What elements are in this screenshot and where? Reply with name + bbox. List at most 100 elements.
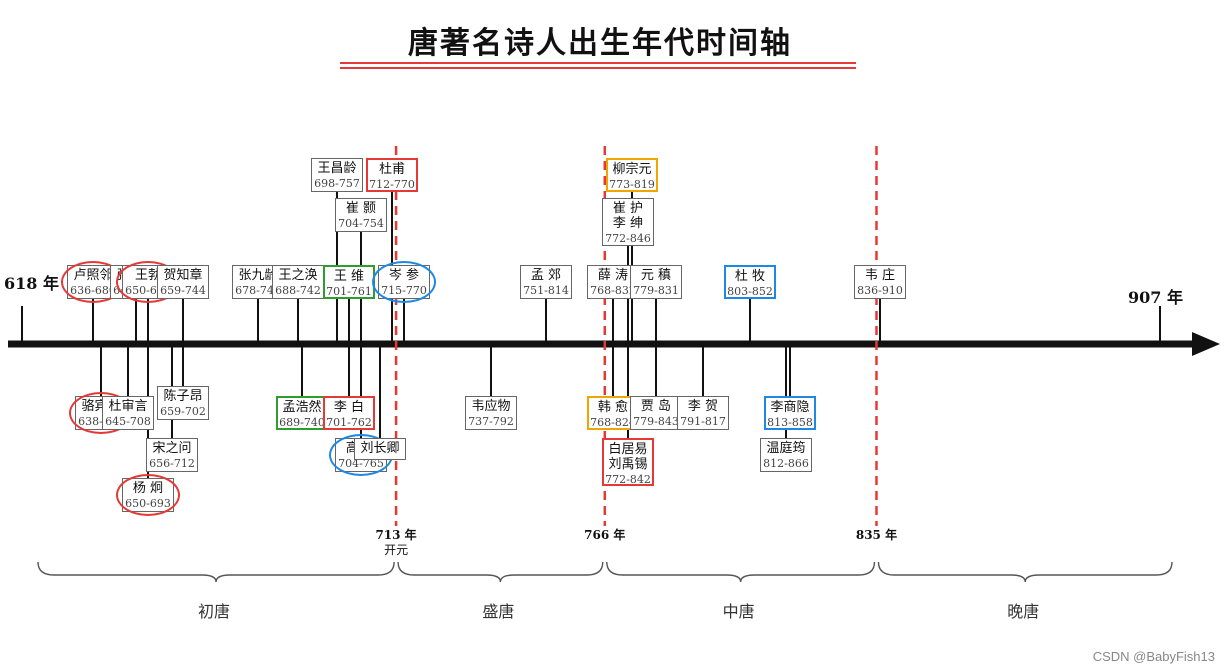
poet-name: 卢照邻: [73, 268, 113, 283]
poet-years: 659-702: [160, 405, 206, 418]
poet-years: 701-761: [326, 285, 372, 298]
poet-years: 768-824: [590, 416, 636, 429]
poet-years: 701-762: [326, 416, 372, 429]
poet-name: 陈子昂: [163, 389, 203, 404]
poet-years: 791-817: [680, 415, 726, 428]
poet-years: 712-770: [369, 178, 415, 191]
divider-year-label: 835 年: [851, 528, 901, 543]
axis-arrowhead: [1192, 332, 1220, 356]
axis-end-label: 907 年: [1128, 288, 1183, 307]
poet-name: 白居易: [608, 442, 648, 457]
poet-name: 薛 涛: [597, 268, 629, 283]
poet-years: 688-742: [275, 284, 321, 297]
poet-name: 崔 护: [612, 201, 644, 216]
poet-name: 崔 颢: [345, 201, 377, 216]
poet-years: 650-676: [125, 284, 171, 297]
era-label: 中唐: [722, 602, 755, 621]
poet-years: 768-832: [590, 284, 636, 297]
poet-years: 803-852: [727, 285, 773, 298]
divider-year-label: 713 年开元: [371, 528, 421, 558]
poet-years: 779-831: [633, 284, 679, 297]
divider-year-label: 766 年: [580, 528, 630, 543]
poet-name: 杨 炯: [132, 481, 164, 496]
poet-years: 812-866: [763, 457, 809, 470]
poet-years: 698-757: [314, 177, 360, 190]
divider-year-text: 766 年: [584, 528, 626, 542]
page-title: 唐著名诗人出生年代时间轴: [408, 26, 792, 61]
title-underline-bottom: [340, 67, 856, 69]
era-brace: [606, 561, 876, 583]
poet-years: 704-754: [338, 217, 384, 230]
poet-name: 贾 岛: [640, 399, 672, 414]
poet-name: 王昌龄: [317, 161, 357, 176]
poet-years: 772-842: [605, 473, 651, 486]
poet-years: 715-770: [381, 284, 427, 297]
poet-name: 刘长卿: [360, 441, 400, 456]
poet-name: 王 维: [333, 269, 365, 284]
poet-name: 杜审言: [108, 399, 148, 414]
poet-name: 柳宗元: [612, 162, 652, 177]
poet-name: 刘禹锡: [608, 457, 648, 472]
poet-years: 772-846: [605, 232, 651, 245]
era-label: 盛唐: [482, 602, 515, 621]
era-brace: [877, 561, 1173, 583]
era-brace: [397, 561, 604, 583]
poet-years: 773-819: [609, 178, 655, 191]
poet-years: 659-744: [160, 284, 206, 297]
divider-year-text: 713 年: [375, 528, 417, 542]
poet-name: 李 白: [333, 400, 365, 415]
poet-years: 751-814: [523, 284, 569, 297]
poet-name: 孟 郊: [530, 268, 562, 283]
poet-card: 高 适704-765: [335, 438, 387, 472]
poet-card: 刘长卿: [354, 438, 406, 460]
poet-years: 638-684: [78, 415, 124, 428]
poet-name: 李 绅: [612, 216, 644, 231]
poet-name: 李商隐: [770, 400, 810, 415]
era-label: 初唐: [198, 602, 231, 621]
poet-years: 779-843: [633, 415, 679, 428]
poet-name: 张九龄: [238, 268, 278, 283]
poet-years: 737-792: [468, 415, 514, 428]
poet-years: 813-858: [767, 416, 813, 429]
poet-name: 韦 庄: [864, 268, 896, 283]
poet-years: 836-910: [857, 284, 903, 297]
poet-name: 元 稹: [640, 268, 672, 283]
poet-name: 杜 牧: [734, 269, 766, 284]
poet-name: 韩 愈: [597, 400, 629, 415]
poet-name: 李 贺: [687, 399, 719, 414]
poet-name: 王之涣: [278, 268, 318, 283]
poet-name: 温庭筠: [766, 441, 806, 456]
poet-name: 贺知章: [163, 268, 203, 283]
divider-year-text: 835 年: [855, 528, 898, 542]
poet-years: 645-708: [105, 415, 151, 428]
divider-sub-text: 开元: [384, 543, 409, 557]
poet-years: 636-680: [70, 284, 116, 297]
era-label: 晚唐: [1007, 602, 1040, 621]
poet-years: 704-765: [338, 457, 384, 470]
poet-years: 650-693: [125, 497, 171, 510]
